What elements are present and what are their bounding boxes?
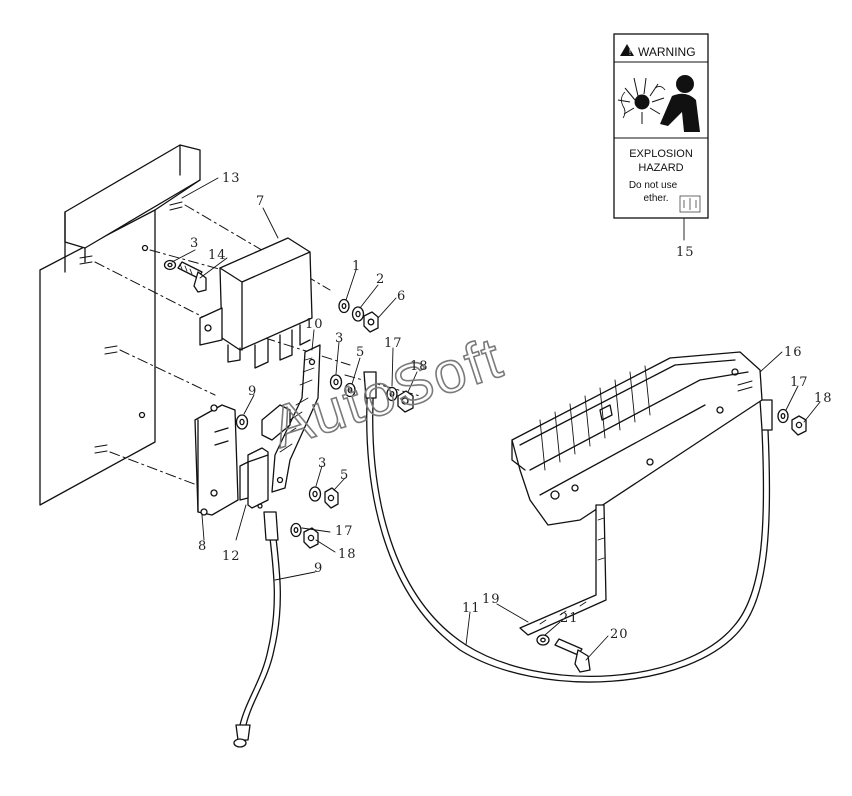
callout-13: 13 — [222, 171, 241, 186]
warning-line-4: ether. — [643, 193, 668, 204]
strap-19 — [519, 504, 607, 636]
callout-12: 12 — [222, 549, 241, 564]
callout-6: 6 — [397, 289, 406, 304]
callout-11: 11 — [462, 601, 481, 616]
callout-3-middle: 3 — [335, 331, 344, 346]
callout-19: 19 — [482, 592, 501, 607]
grid-heater — [511, 351, 763, 526]
leader-lines — [171, 177, 821, 661]
callout-9-lower: 9 — [314, 561, 323, 576]
callout-5: 5 — [356, 345, 365, 360]
callout-numbers: 13 7 3 14 1 2 6 10 3 5 17 18 9 3 5 17 18… — [190, 171, 833, 642]
bolt-with-washer — [163, 259, 207, 293]
cable-9 — [233, 511, 281, 748]
mounting-bracket — [39, 144, 201, 506]
callout-18-left: 18 — [338, 547, 357, 562]
bolt-20-with-washer — [536, 634, 591, 673]
callout-1: 1 — [352, 259, 361, 274]
callout-14: 14 — [208, 248, 227, 263]
callout-21: 21 — [560, 611, 579, 626]
callout-5-lower: 5 — [340, 468, 349, 483]
terminal-plate — [194, 404, 239, 516]
person-icon — [660, 75, 700, 132]
svg-text:!: ! — [629, 48, 631, 57]
fastener-set-cable-left — [290, 522, 319, 549]
fastener-set-right — [777, 408, 807, 436]
callout-2: 2 — [376, 272, 385, 287]
callout-8: 8 — [198, 539, 207, 554]
relay-unit — [199, 237, 313, 369]
fastener-set-middle — [235, 374, 356, 509]
callout-7: 7 — [256, 194, 265, 209]
warning-line-3: Do not use — [629, 180, 678, 191]
callout-18: 18 — [410, 359, 429, 374]
callout-17-right: 17 — [790, 375, 809, 390]
warning-header: WARNING — [638, 45, 696, 59]
fastener-set-upper — [338, 298, 379, 333]
callout-10: 10 — [305, 317, 324, 332]
warning-decal: ! WARNING EXPLOSION HAZARD Do not use et… — [613, 33, 709, 219]
warning-triangle-icon — [620, 44, 634, 56]
callout-20: 20 — [610, 627, 629, 642]
warning-line-2: HAZARD — [638, 162, 683, 174]
explosion-icon — [617, 77, 666, 124]
ground-strap — [271, 344, 321, 493]
callout-9: 9 — [248, 384, 257, 399]
callout-16: 16 — [784, 345, 803, 360]
callout-17: 17 — [384, 336, 403, 351]
callout-3: 3 — [190, 236, 199, 251]
fastener-set-cable-top — [386, 386, 414, 413]
terminal-block — [239, 447, 269, 509]
callout-15: 15 — [676, 245, 695, 260]
manual-icon — [679, 195, 701, 213]
callout-3-lower: 3 — [318, 456, 327, 471]
cable-11 — [363, 371, 773, 683]
warning-line-1: EXPLOSION — [629, 148, 693, 160]
callout-18-right: 18 — [814, 391, 833, 406]
alignment-lines — [94, 204, 421, 491]
callout-17-left: 17 — [335, 524, 354, 539]
